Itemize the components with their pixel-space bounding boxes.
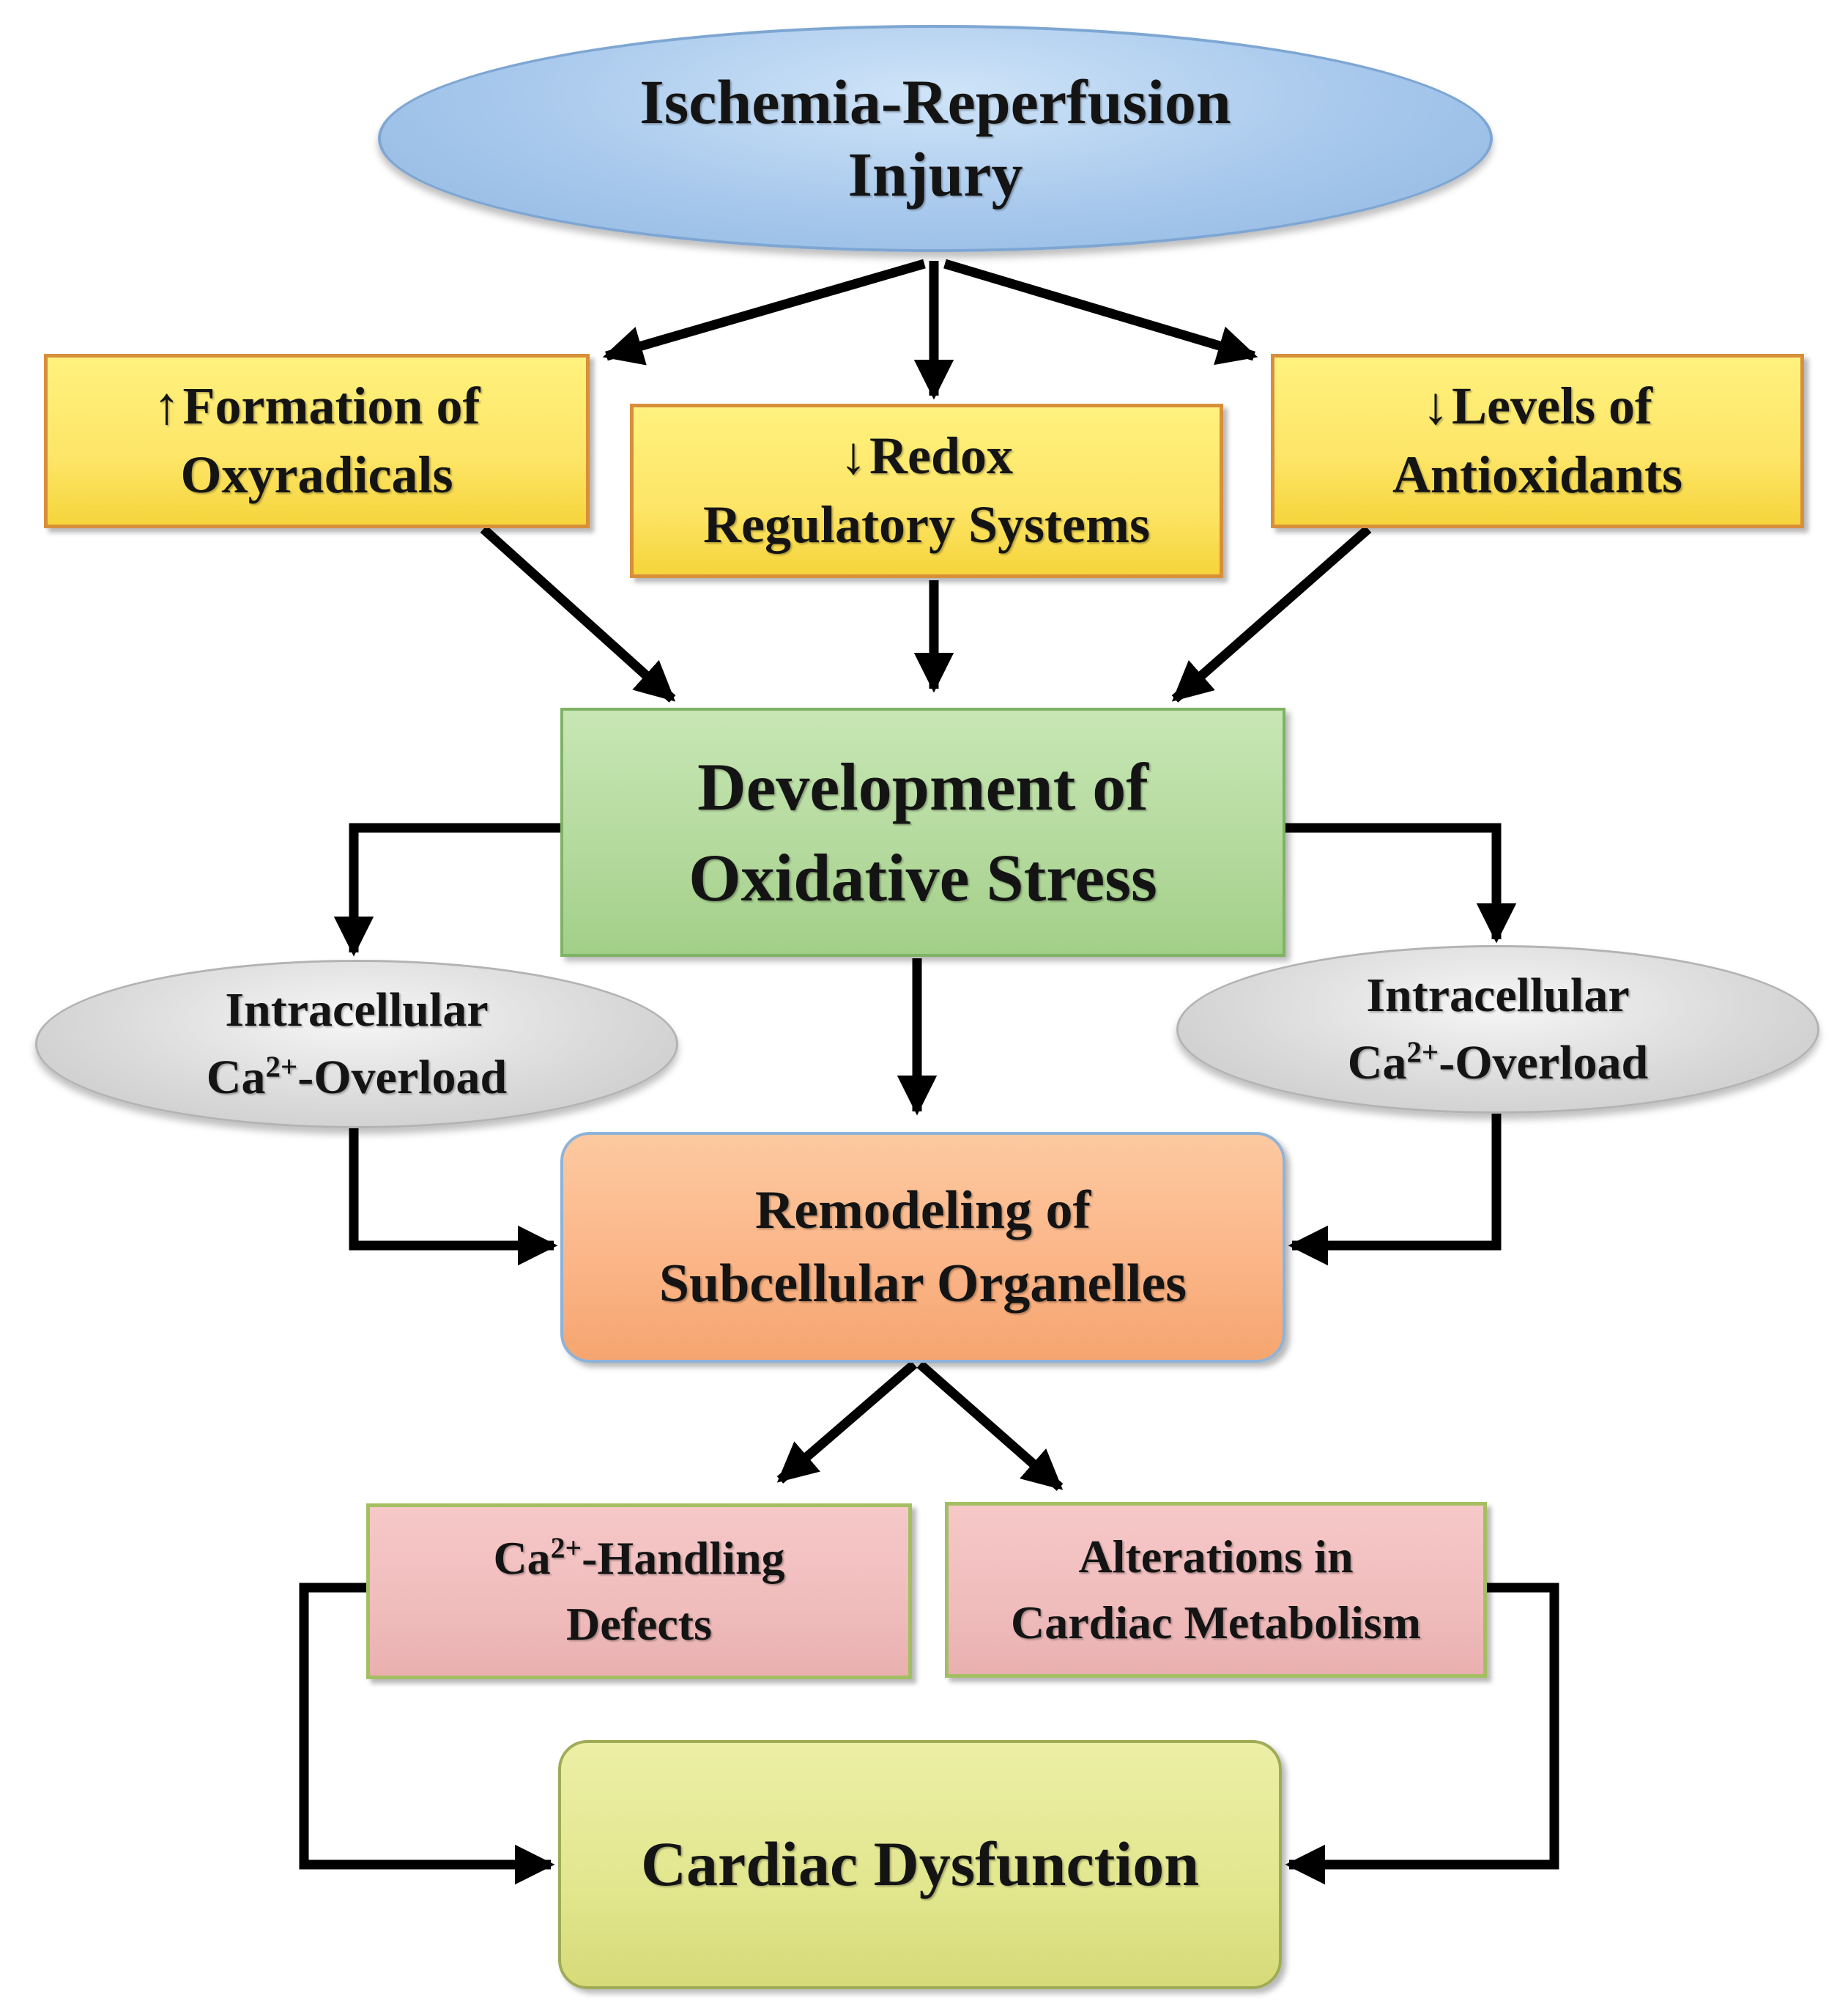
node-label-line: Defects xyxy=(566,1598,712,1650)
arrow-alterations-to-cardiac-dysfunction xyxy=(1285,1583,1559,1885)
overload-label: -Overload xyxy=(297,1051,508,1104)
arrow-remodeling-to-alterations xyxy=(916,1361,1064,1491)
node-ca-handling-defects: Ca2+-Handling Defects xyxy=(366,1503,912,1679)
node-label-line: Oxidative Stress xyxy=(689,840,1157,915)
arrow-ischemia-to-antioxidants xyxy=(943,259,1258,366)
node-label-line: Cardiac Metabolism xyxy=(1011,1596,1421,1648)
arrow-oxidative-stress-to-ca-left xyxy=(333,823,560,957)
ca-superscript: 2+ xyxy=(1406,1035,1439,1069)
arrow-oxyradicals-to-oxidative-stress xyxy=(480,525,676,703)
arrow-ca-left-to-remodeling xyxy=(349,1128,558,1266)
up-arrow-icon: ↑ xyxy=(153,377,180,436)
node-label-line: Levels of xyxy=(1452,377,1652,436)
arrow-ca-handling-to-cardiac-dysfunction xyxy=(299,1583,555,1885)
ca-label: Ca xyxy=(206,1051,266,1104)
node-cardiac-dysfunction: Cardiac Dysfunction xyxy=(558,1740,1282,1989)
node-label-line: Antioxidants xyxy=(1392,445,1683,504)
node-formation-of-oxyradicals: ↑Formation of Oxyradicals xyxy=(44,354,590,528)
node-label-line: Ischemia-Reperfusion xyxy=(639,67,1231,138)
node-label-line: Injury xyxy=(847,139,1023,210)
ca-label: Ca xyxy=(1347,1036,1407,1089)
node-label-line: Development of xyxy=(697,749,1148,824)
node-label-line: Intracellular xyxy=(1366,968,1630,1022)
node-label-line: Remodeling of xyxy=(754,1180,1091,1240)
node-label-line: Redox xyxy=(869,426,1013,486)
handling-label: -Handling xyxy=(582,1532,785,1585)
node-redox-regulatory-systems: ↓Redox Regulatory Systems xyxy=(630,404,1223,578)
node-ischemia-reperfusion-injury: Ischemia-Reperfusion Injury xyxy=(378,25,1493,252)
ca-superscript: 2+ xyxy=(550,1532,582,1565)
node-label-line: Subcellular Organelles xyxy=(658,1253,1187,1314)
node-label-line: Oxyradicals xyxy=(180,445,453,504)
node-label-line: Cardiac Dysfunction xyxy=(640,1829,1200,1900)
node-remodeling-of-subcellular-organelles: Remodeling of Subcellular Organelles xyxy=(560,1132,1285,1363)
node-development-of-oxidative-stress: Development of Oxidative Stress xyxy=(560,708,1285,957)
arrow-remodeling-to-ca-handling xyxy=(776,1361,918,1484)
node-levels-of-antioxidants: ↓Levels of Antioxidants xyxy=(1271,354,1804,528)
arrow-oxidative-stress-to-ca-right xyxy=(1285,823,1517,944)
arrow-ca-right-to-remodeling xyxy=(1288,1114,1502,1266)
down-arrow-icon: ↓ xyxy=(1422,377,1450,436)
ca-label: Ca xyxy=(493,1532,551,1585)
node-intracellular-ca-overload-left: Intracellular Ca2+-Overload xyxy=(35,960,678,1128)
node-alterations-in-cardiac-metabolism: Alterations in Cardiac Metabolism xyxy=(945,1502,1487,1678)
arrow-ischemia-to-oxyradicals xyxy=(602,259,926,366)
ca-superscript: 2+ xyxy=(265,1050,298,1084)
overload-label: -Overload xyxy=(1439,1036,1649,1089)
arrow-antioxidants-to-oxidative-stress xyxy=(1171,525,1372,703)
node-intracellular-ca-overload-right: Intracellular Ca2+-Overload xyxy=(1176,945,1819,1114)
node-label-line: Alterations in xyxy=(1078,1531,1354,1583)
node-label-line: Formation of xyxy=(182,377,480,436)
node-label-line: Intracellular xyxy=(225,982,489,1037)
node-label-line: Regulatory Systems xyxy=(703,495,1150,554)
down-arrow-icon: ↓ xyxy=(840,426,867,486)
